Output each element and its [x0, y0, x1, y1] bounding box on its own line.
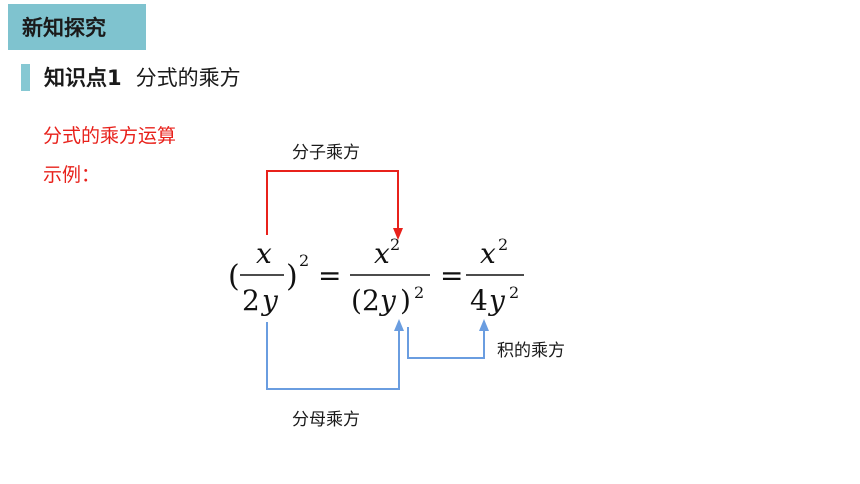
formula-equals-2: =: [440, 259, 463, 292]
knowledge-point-marker: [21, 64, 30, 91]
formula-term2-numerator: x: [374, 237, 390, 270]
blue-arrowhead-bottom-icon: [394, 319, 404, 331]
section-badge-label: 新知探究: [22, 16, 106, 40]
blue-arrow-bottom-line: [266, 322, 400, 390]
formula-term3-numerator: x: [480, 237, 496, 270]
formula-equals-1: =: [318, 259, 341, 292]
formula-term2-den-lparen: (: [351, 284, 362, 317]
formula-left-paren: (: [228, 259, 240, 294]
formula-term1-exponent: 2: [299, 251, 309, 270]
formula-term2-den-rparen: ): [400, 284, 411, 317]
section-badge: 新知探究: [8, 4, 146, 50]
example-label: 示例：: [43, 164, 101, 186]
formula-term2-num-exponent: 2: [390, 235, 400, 254]
formula-term2-den-coef: 2: [362, 284, 380, 317]
knowledge-point-title: 知识点1 分式的乘方: [44, 62, 241, 92]
red-arrow-line: [266, 170, 399, 235]
formula-term3-den-exponent: 2: [509, 283, 519, 302]
formula-term3-den-coef: 4: [470, 284, 488, 317]
knowledge-point-number: 知识点1: [44, 66, 122, 90]
formula-term2-den-var: y: [378, 284, 397, 317]
formula-term3-num-exponent: 2: [498, 235, 508, 254]
formula-term2-den-exponent: 2: [414, 283, 424, 302]
formula-term3-den-var: y: [487, 284, 506, 317]
topic-heading: 分式的乘方运算: [43, 125, 177, 147]
knowledge-point-name: 分式的乘方: [135, 66, 241, 90]
label-numerator-power: 分子乘方: [292, 143, 360, 163]
formula-right-paren: ): [286, 259, 298, 294]
label-denominator-power: 分母乘方: [292, 410, 360, 430]
formula-term1-den-coef: 2: [242, 284, 260, 317]
formula-term1-den-var: y: [260, 284, 279, 317]
formula-term1-numerator: x: [256, 237, 272, 270]
red-arrowhead-icon: [393, 228, 403, 240]
label-product-power: 积的乘方: [497, 341, 565, 361]
blue-arrow-right-line: [407, 327, 485, 359]
blue-arrowhead-right-icon: [479, 319, 489, 331]
